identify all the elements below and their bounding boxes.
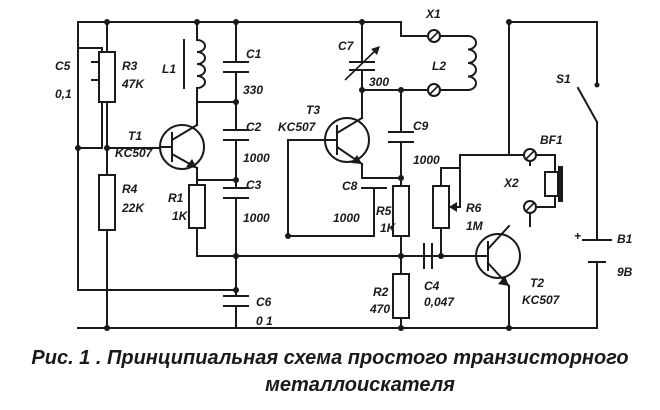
label-t3-ref: T3: [306, 103, 320, 117]
resistor-r4: [98, 174, 116, 231]
label-c4-ref: C4: [424, 279, 440, 293]
label-c2-ref: C2: [246, 120, 262, 134]
label-t2-ref: T2: [530, 276, 544, 290]
label-c4-value: 0,047: [424, 295, 455, 309]
label-c6-ref: C6: [256, 295, 272, 309]
label-l2-ref: L2: [432, 59, 446, 73]
resistor-r2: [392, 273, 410, 319]
capacitor-c8: [361, 177, 387, 189]
junction-dots: [75, 19, 512, 331]
resistor-r5: [392, 185, 410, 237]
resistor-r3: [98, 51, 116, 103]
label-c3-value: 1000: [243, 211, 270, 225]
capacitor-c6: [223, 295, 249, 307]
label-r4-value: 22K: [121, 201, 145, 215]
capacitor-c1: [223, 61, 249, 73]
label-c2-value: 1000: [243, 151, 270, 165]
label-c9-value: 1000: [413, 153, 440, 167]
connector-x1: [427, 29, 441, 97]
label-r5-ref: R5: [376, 204, 392, 218]
capacitor-c2: [223, 129, 249, 141]
label-x2-ref: X2: [503, 176, 519, 190]
label-bf1-ref: BF1: [540, 133, 563, 147]
transistor-t3: [324, 116, 370, 166]
label-r2-value: 470: [369, 302, 390, 316]
label-t1-value: KC507: [115, 146, 154, 160]
transistor-t2: [475, 224, 521, 288]
label-r2-ref: R2: [373, 285, 389, 299]
label-t1-ref: T1: [128, 129, 142, 143]
circuit-schematic: C5 0,1 R3 47K T1 KC507 R4 22K L1 C1 330 …: [55, 7, 633, 331]
label-b1-ref: B1: [617, 232, 633, 246]
label-t2-value: KC507: [522, 293, 561, 307]
label-c5-value: 0,1: [55, 87, 72, 101]
label-r5-value: 1K: [380, 221, 397, 235]
label-r6-ref: R6: [466, 201, 482, 215]
label-c6-value: 0 1: [256, 314, 273, 328]
label-c5-ref: C5: [55, 59, 71, 73]
label-c7-ref: C7: [338, 39, 355, 53]
label-l1-ref: L1: [162, 62, 176, 76]
variable-capacitor-c7: [344, 46, 380, 81]
potentiometer-r6: [432, 167, 461, 229]
label-r6-value: 1M: [466, 219, 484, 233]
connector-x2: [523, 148, 537, 214]
label-c8-ref: C8: [342, 179, 358, 193]
wiring: [77, 21, 598, 329]
label-b1-polarity: +: [574, 229, 581, 243]
label-r3-value: 47K: [121, 77, 145, 91]
label-c9-ref: C9: [413, 119, 429, 133]
label-s1-ref: S1: [556, 72, 571, 86]
battery-b1: [582, 239, 612, 263]
figure-caption-line2: металлоискателя: [265, 374, 455, 396]
label-r1-value: 1K: [172, 209, 189, 223]
transistor-t1: [159, 123, 205, 170]
inductor-l1: [195, 38, 206, 90]
switch-s1: [576, 82, 600, 124]
earphone-bf1: [544, 166, 563, 202]
figure-caption-line1: Рис. 1 . Принципиальная схема простого т…: [31, 347, 629, 369]
label-r3-ref: R3: [122, 59, 138, 73]
label-r4-ref: R4: [122, 182, 138, 196]
label-t3-value: KC507: [278, 120, 317, 134]
label-r1-ref: R1: [168, 191, 184, 205]
label-b1-value: 9B: [617, 265, 633, 279]
component-labels: C5 0,1 R3 47K T1 KC507 R4 22K L1 C1 330 …: [55, 7, 633, 328]
label-c3-ref: C3: [246, 178, 262, 192]
label-c1-value: 330: [243, 83, 263, 97]
label-c8-value: 1000: [333, 211, 360, 225]
resistor-r1: [188, 184, 206, 229]
capacitor-c9: [388, 131, 414, 143]
label-c1-ref: C1: [246, 47, 262, 61]
capacitor-c3: [223, 187, 249, 199]
label-c7-value: 300: [369, 75, 389, 89]
capacitor-c4: [423, 243, 433, 269]
label-x1-ref: X1: [425, 7, 441, 21]
